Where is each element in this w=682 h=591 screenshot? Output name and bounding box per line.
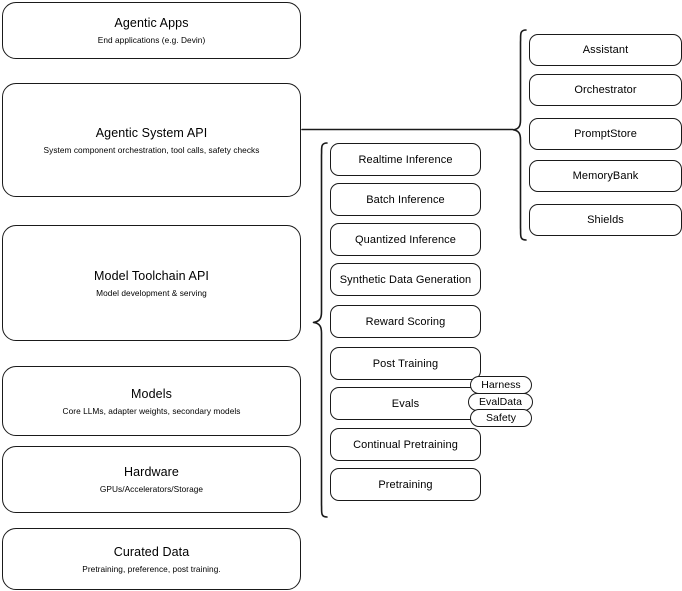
capability-label: Evals [391,397,420,410]
capability-label: Realtime Inference [358,153,453,166]
capability-evals[interactable]: Evals [330,387,481,420]
layer-subtitle: End applications (e.g. Devin) [97,35,206,45]
layer-title: Curated Data [113,544,190,559]
brace-toolchain-capabilities [312,142,328,518]
component-assistant[interactable]: Assistant [529,34,682,66]
capability-synthetic-data-generation[interactable]: Synthetic Data Generation [330,263,481,296]
capability-label: Batch Inference [366,193,445,206]
capability-label: Quantized Inference [355,233,456,246]
layer-models[interactable]: Models Core LLMs, adapter weights, secon… [2,366,301,436]
brace-system-components [512,29,527,241]
component-label: Shields [587,214,624,226]
component-label: MemoryBank [572,170,639,182]
evals-badge-safety[interactable]: Safety [470,409,532,427]
capability-realtime-inference[interactable]: Realtime Inference [330,143,481,176]
capability-label: Pretraining [378,478,433,491]
layer-subtitle: System component orchestration, tool cal… [43,144,260,155]
capability-batch-inference[interactable]: Batch Inference [330,183,481,216]
component-label: PromptStore [574,128,637,140]
component-label: Orchestrator [574,84,637,96]
capability-reward-scoring[interactable]: Reward Scoring [330,305,481,338]
component-orchestrator[interactable]: Orchestrator [529,74,682,106]
layer-title: Hardware [124,465,179,479]
capability-pretraining[interactable]: Pretraining [330,468,481,501]
component-shields[interactable]: Shields [529,204,682,236]
layer-subtitle: GPUs/Accelerators/Storage [99,484,204,494]
evals-badge-label: Safety [485,412,517,424]
layer-subtitle: Pretraining, preference, post training. [82,563,221,574]
capability-label: Post Training [372,357,439,370]
capability-quantized-inference[interactable]: Quantized Inference [330,223,481,256]
layer-title: Agentic Apps [114,16,189,30]
layer-subtitle: Core LLMs, adapter weights, secondary mo… [62,405,241,416]
layer-hardware[interactable]: Hardware GPUs/Accelerators/Storage [2,446,301,513]
layer-subtitle: Model development & serving [96,287,207,298]
evals-badge-harness[interactable]: Harness [470,376,532,394]
capability-post-training[interactable]: Post Training [330,347,481,380]
layer-title: Model Toolchain API [94,268,209,283]
evals-badge-label: Harness [481,379,521,391]
capability-label: Reward Scoring [365,315,446,328]
capability-label: Continual Pretraining [353,438,458,451]
layer-agentic-apps[interactable]: Agentic Apps End applications (e.g. Devi… [2,2,301,59]
layer-model-toolchain-api[interactable]: Model Toolchain API Model development & … [2,225,301,341]
capability-label: Synthetic Data Generation [339,273,472,286]
component-memorybank[interactable]: MemoryBank [529,160,682,192]
component-promptstore[interactable]: PromptStore [529,118,682,150]
layer-title: Models [131,386,172,401]
layer-agentic-system-api[interactable]: Agentic System API System component orch… [2,83,301,197]
layer-title: Agentic System API [95,125,208,140]
layer-curated-data[interactable]: Curated Data Pretraining, preference, po… [2,528,301,590]
evals-badge-label: EvalData [478,396,522,408]
capability-continual-pretraining[interactable]: Continual Pretraining [330,428,481,461]
component-label: Assistant [582,44,629,56]
